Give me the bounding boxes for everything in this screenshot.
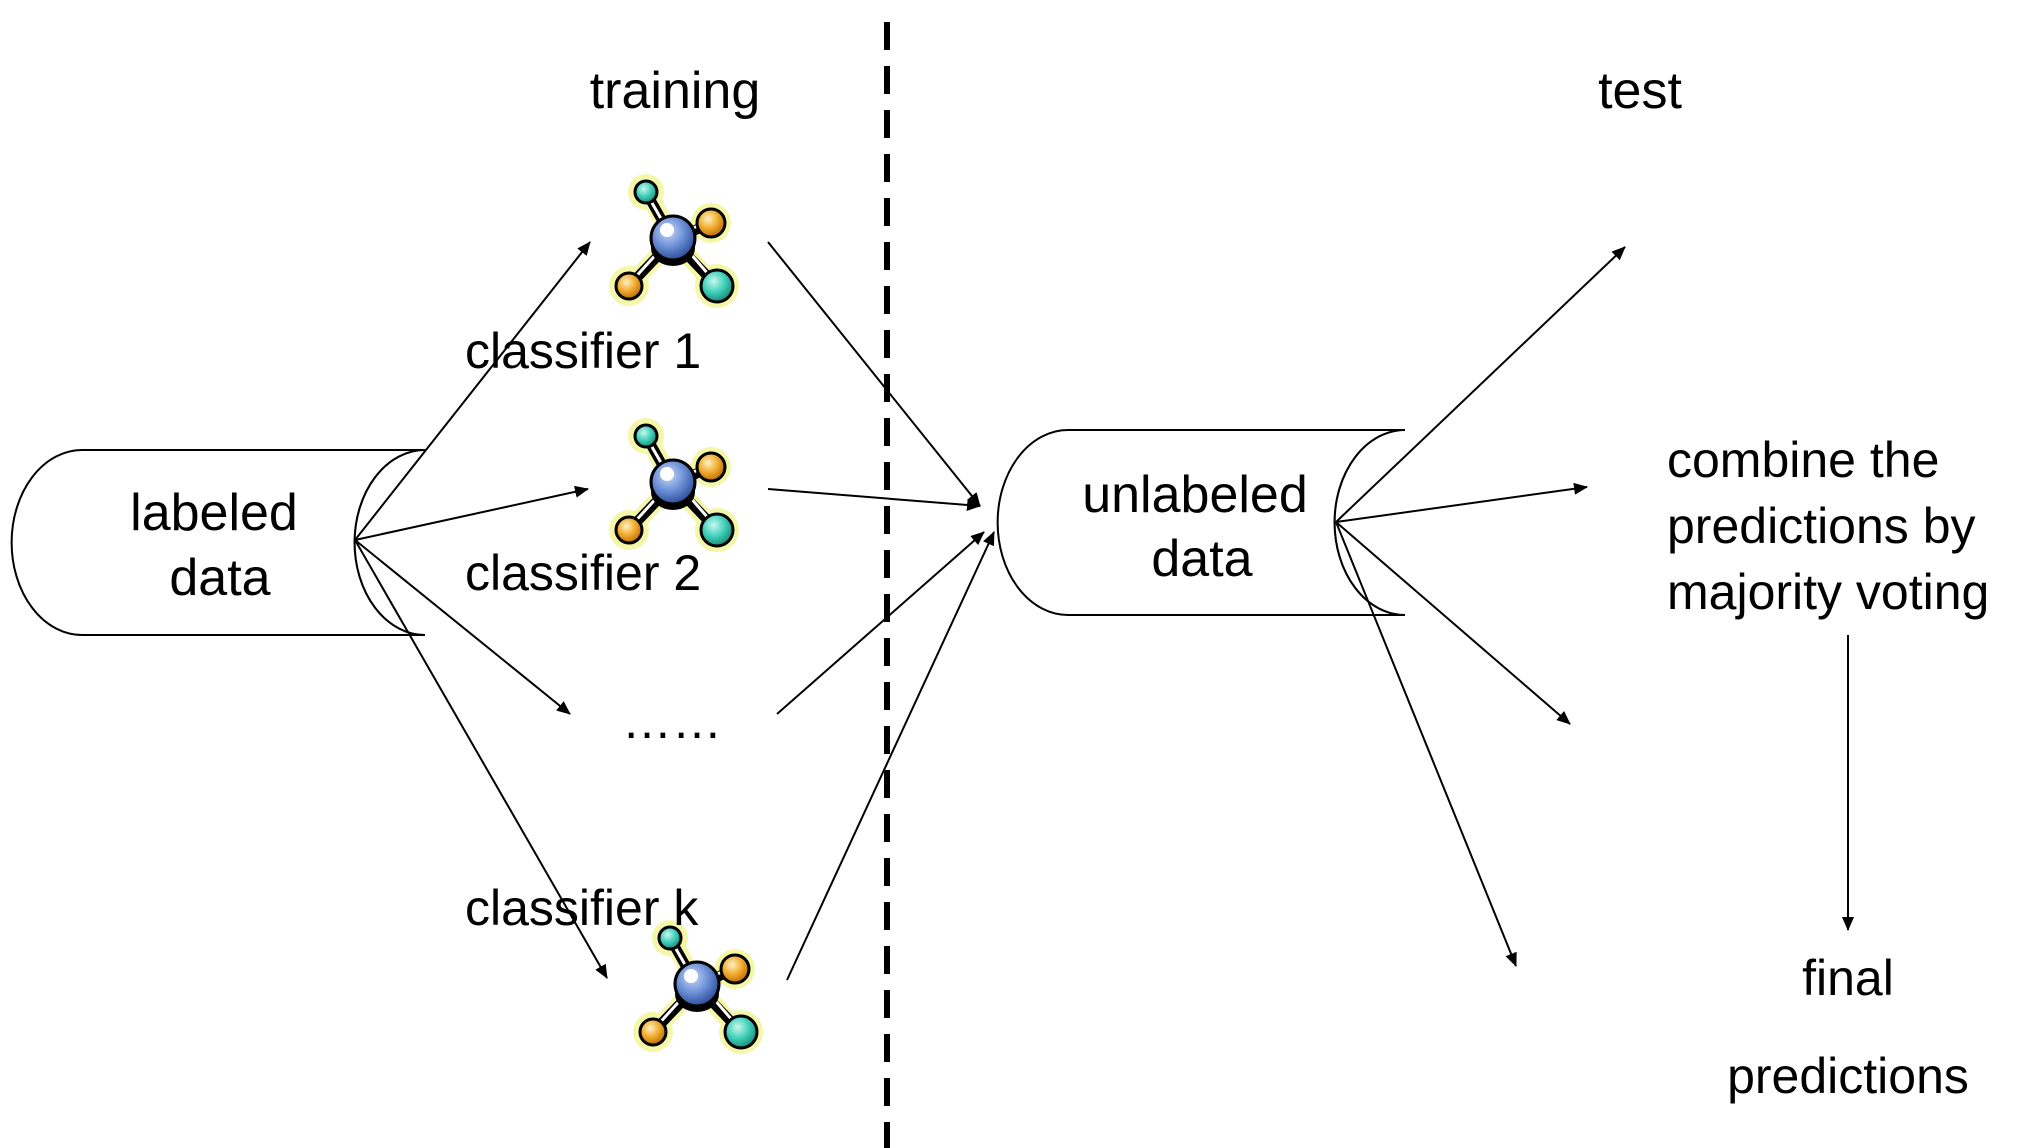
combine-line3: majority voting xyxy=(1667,564,1989,620)
unlabeled-data-label-line2: data xyxy=(1151,530,1252,588)
classifier-k-label: classifier k xyxy=(465,880,699,936)
combine-line1: combine the xyxy=(1667,432,1939,488)
classifier-2-label: classifier 2 xyxy=(465,545,701,601)
test-header: test xyxy=(1598,62,1682,120)
molecule-icon xyxy=(609,174,739,308)
apply-arrows xyxy=(767,241,995,981)
molecule-icon xyxy=(633,920,763,1054)
molecule-icon xyxy=(609,418,739,552)
training-header: training xyxy=(590,62,761,120)
labeled-data-label-line1: labeled xyxy=(130,484,298,542)
labeled-data-label-line2: data xyxy=(169,549,270,607)
final-line2: predictions xyxy=(1727,1048,1969,1104)
training-arrows xyxy=(354,241,608,979)
final-line1: final xyxy=(1802,950,1894,1006)
unlabeled-data-cylinder: unlabeled data xyxy=(996,429,1406,616)
prediction-arrows xyxy=(1335,246,1626,967)
unlabeled-data-label-line1: unlabeled xyxy=(1082,466,1308,524)
combine-line2: predictions by xyxy=(1667,498,1976,554)
labeled-data-cylinder: labeled data xyxy=(10,449,426,636)
classifier-1-label: classifier 1 xyxy=(465,323,701,379)
classifier-ellipsis: …… xyxy=(622,693,722,749)
